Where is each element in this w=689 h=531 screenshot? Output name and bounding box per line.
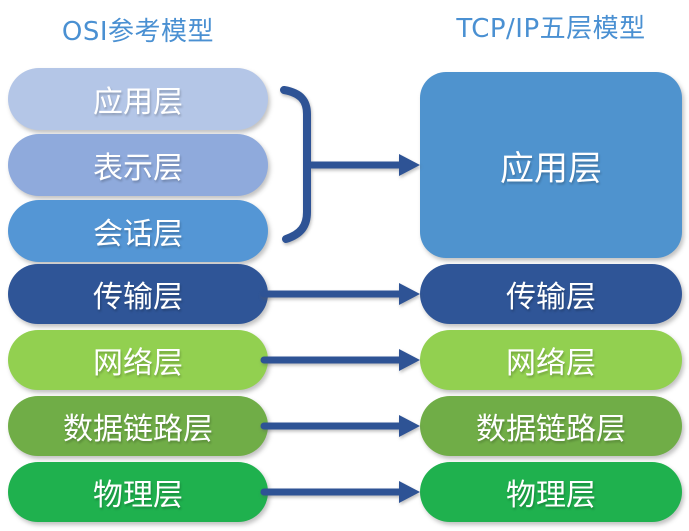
osi-layer-physical: 物理层 <box>8 462 268 522</box>
osi-layer-transport: 传输层 <box>8 264 268 324</box>
layer-label: 传输层 <box>93 280 183 315</box>
layer-label: 应用层 <box>500 148 602 189</box>
layer-label: 数据链路层 <box>476 412 626 447</box>
layer-label: 数据链路层 <box>63 412 213 447</box>
arrow-application-icon <box>305 154 420 176</box>
arrow-network-icon <box>260 349 420 371</box>
tcpip-layer-physical: 物理层 <box>420 462 682 522</box>
tcpip-layer-transport: 传输层 <box>420 264 682 324</box>
tcpip-column-title: TCP/IP五层模型 <box>456 14 646 44</box>
arrow-transport-icon <box>260 283 420 305</box>
osi-layer-presentation: 表示层 <box>8 134 268 196</box>
tcpip-layer-network: 网络层 <box>420 330 682 390</box>
osi-column-title: OSI参考模型 <box>61 17 215 47</box>
tcpip-layer-datalink: 数据链路层 <box>420 396 682 456</box>
layer-label: 表示层 <box>93 151 183 186</box>
arrow-physical-icon <box>260 481 420 503</box>
osi-layer-session: 会话层 <box>8 200 268 262</box>
osi-layer-network: 网络层 <box>8 330 268 390</box>
osi-layer-application: 应用层 <box>8 68 268 130</box>
tcpip-layer-application: 应用层 <box>420 72 682 258</box>
layer-label: 物理层 <box>506 478 596 513</box>
layer-label: 网络层 <box>506 346 596 381</box>
layer-label: 应用层 <box>93 85 183 120</box>
layer-label: 物理层 <box>93 478 183 513</box>
layer-label: 网络层 <box>93 346 183 381</box>
brace-icon <box>280 86 311 243</box>
arrow-datalink-icon <box>260 415 420 437</box>
osi-layer-datalink: 数据链路层 <box>8 396 268 456</box>
layer-label: 传输层 <box>506 280 596 315</box>
layer-label: 会话层 <box>93 217 183 252</box>
